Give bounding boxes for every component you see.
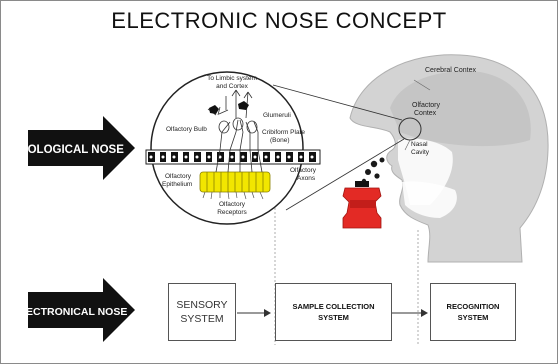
epithelium-band: [145, 149, 321, 165]
head-silhouette: [349, 54, 549, 263]
electronical-nose-label: ELECTRONICAL NOSE: [13, 306, 128, 318]
flow-arrow-2: [392, 309, 428, 317]
biological-nose-label: BIOLOGICAL NOSE: [16, 144, 124, 156]
circle-labels: To Limbic system and Cortex Glumeruli Ol…: [162, 75, 317, 216]
axons-label: Olfactory: [290, 167, 317, 174]
limbic-label-2: and Cortex: [216, 83, 249, 90]
projection-line-bottom: [285, 138, 405, 211]
olfactory-contex-label: Olfactory: [412, 102, 441, 109]
cerebral-contex-label: Cerebral Contex: [425, 67, 476, 74]
nasal-cavity-label: Nasal: [411, 141, 428, 148]
head-labels: Cerebral Contex Olfactory Contex Nasal C…: [411, 67, 476, 156]
biological-nose-arrow: [28, 116, 135, 180]
receptors-label: Olfactory: [219, 201, 246, 208]
olfactory-receptors: [199, 171, 271, 200]
axons-label-2: Axons: [297, 175, 316, 182]
cerebral-pointer: [413, 79, 431, 91]
receptors-label-2: Receptors: [217, 209, 247, 216]
nasal-cavity-label-2: Cavity: [411, 149, 430, 156]
epithelium-label: Olfactory: [165, 173, 192, 180]
neuron-cells: [209, 101, 249, 114]
projection-line-top: [272, 84, 403, 121]
diagram-title: ELECTRONIC NOSE CONCEPT: [111, 8, 447, 33]
arrow-labels: BIOLOGICAL NOSE ELECTRONICAL NOSE: [13, 144, 128, 318]
flow-arrow-1: [237, 309, 271, 317]
neuron-tree: [207, 89, 263, 173]
limbic-label: To Limbic system: [207, 75, 257, 82]
glumeruli-label: Glumeruli: [263, 112, 291, 119]
epithelium-label-2: Epithelium: [162, 181, 192, 188]
olfactory-contex-label-2: Contex: [414, 110, 437, 117]
cribiform-label: Cribiform Plate: [262, 129, 305, 136]
cribiform-label-2: (Bone): [270, 137, 290, 144]
odor-particles: [361, 157, 385, 184]
electronical-nose-arrow: [28, 278, 135, 342]
sample-bottle-icon: [342, 181, 382, 229]
olfactory-bulb-label: Olfactory Bulb: [166, 126, 207, 133]
nasal-pointer: [404, 139, 411, 151]
